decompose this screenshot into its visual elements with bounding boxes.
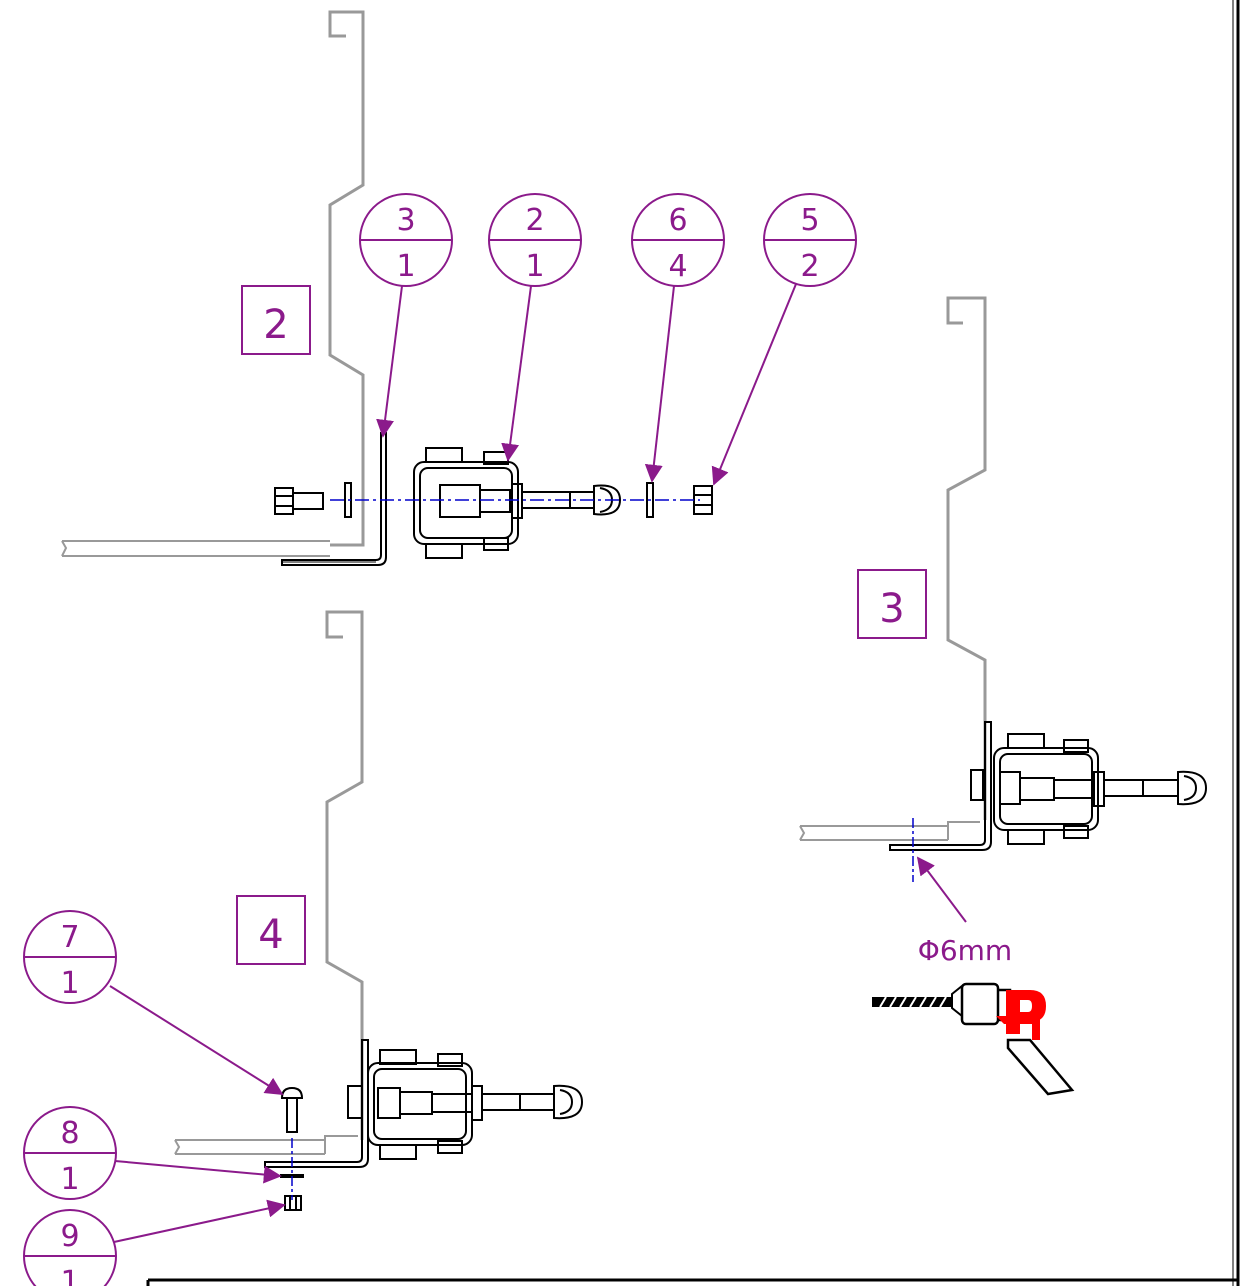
callout-qty: 1 (60, 1162, 79, 1197)
step-number: 3 (879, 586, 904, 632)
caster-bracket (413, 447, 622, 559)
wall-panel-profile (325, 610, 364, 1140)
drill-annotation: Φ6mm (916, 856, 1012, 967)
callout-item: 9 (60, 1219, 79, 1254)
callout-qty: 4 (668, 249, 687, 284)
floor-panel (61, 540, 330, 557)
angle-bracket (264, 1039, 369, 1168)
flat-washer-2 (646, 482, 654, 518)
step-box-3: 3 (857, 569, 927, 639)
callout-item: 7 (60, 920, 79, 955)
caster-bracket (970, 733, 1208, 845)
drill-size-label: Φ6mm (918, 934, 1012, 967)
wall-panel-profile (946, 296, 987, 820)
hex-nut (693, 485, 713, 515)
hex-nut (284, 1195, 302, 1211)
callout-item: 6 (668, 203, 687, 238)
callout-balloon-9: 9 1 (23, 1199, 286, 1286)
callout-item: 2 (525, 203, 544, 238)
callout-item: 5 (800, 203, 819, 238)
callout-qty: 2 (800, 249, 819, 284)
caster-bracket (347, 1049, 584, 1160)
callout-qty: 1 (60, 1265, 79, 1286)
view-step-3 (799, 296, 1208, 882)
hex-bolt (274, 487, 324, 515)
step-number: 2 (263, 302, 288, 348)
callout-qty: 1 (396, 249, 415, 284)
callout-balloon-6: 6 4 (631, 193, 725, 483)
step-number: 4 (258, 912, 283, 958)
callout-qty: 1 (525, 249, 544, 284)
drawing-frame (146, 0, 1240, 1286)
callout-balloon-2: 2 1 (488, 193, 582, 462)
floor-panel (174, 1135, 358, 1155)
callout-item: 3 (396, 203, 415, 238)
callout-item: 8 (60, 1116, 79, 1151)
callout-balloon-8: 8 1 (23, 1106, 282, 1200)
floor-panel (799, 821, 980, 841)
callout-balloon-5: 5 2 (711, 193, 857, 486)
wall-panel-profile (328, 10, 365, 547)
angle-bracket (281, 432, 387, 566)
step-box-4: 4 (236, 895, 306, 965)
callout-balloon-3: 3 1 (359, 193, 453, 438)
step-box-2: 2 (241, 285, 311, 355)
callout-balloon-7: 7 1 (23, 910, 284, 1095)
brand-logo-icon (996, 990, 1046, 1040)
callout-qty: 1 (60, 966, 79, 1001)
view-step-2 (61, 10, 713, 566)
carriage-bolt (280, 1086, 304, 1133)
angle-bracket (889, 721, 992, 851)
